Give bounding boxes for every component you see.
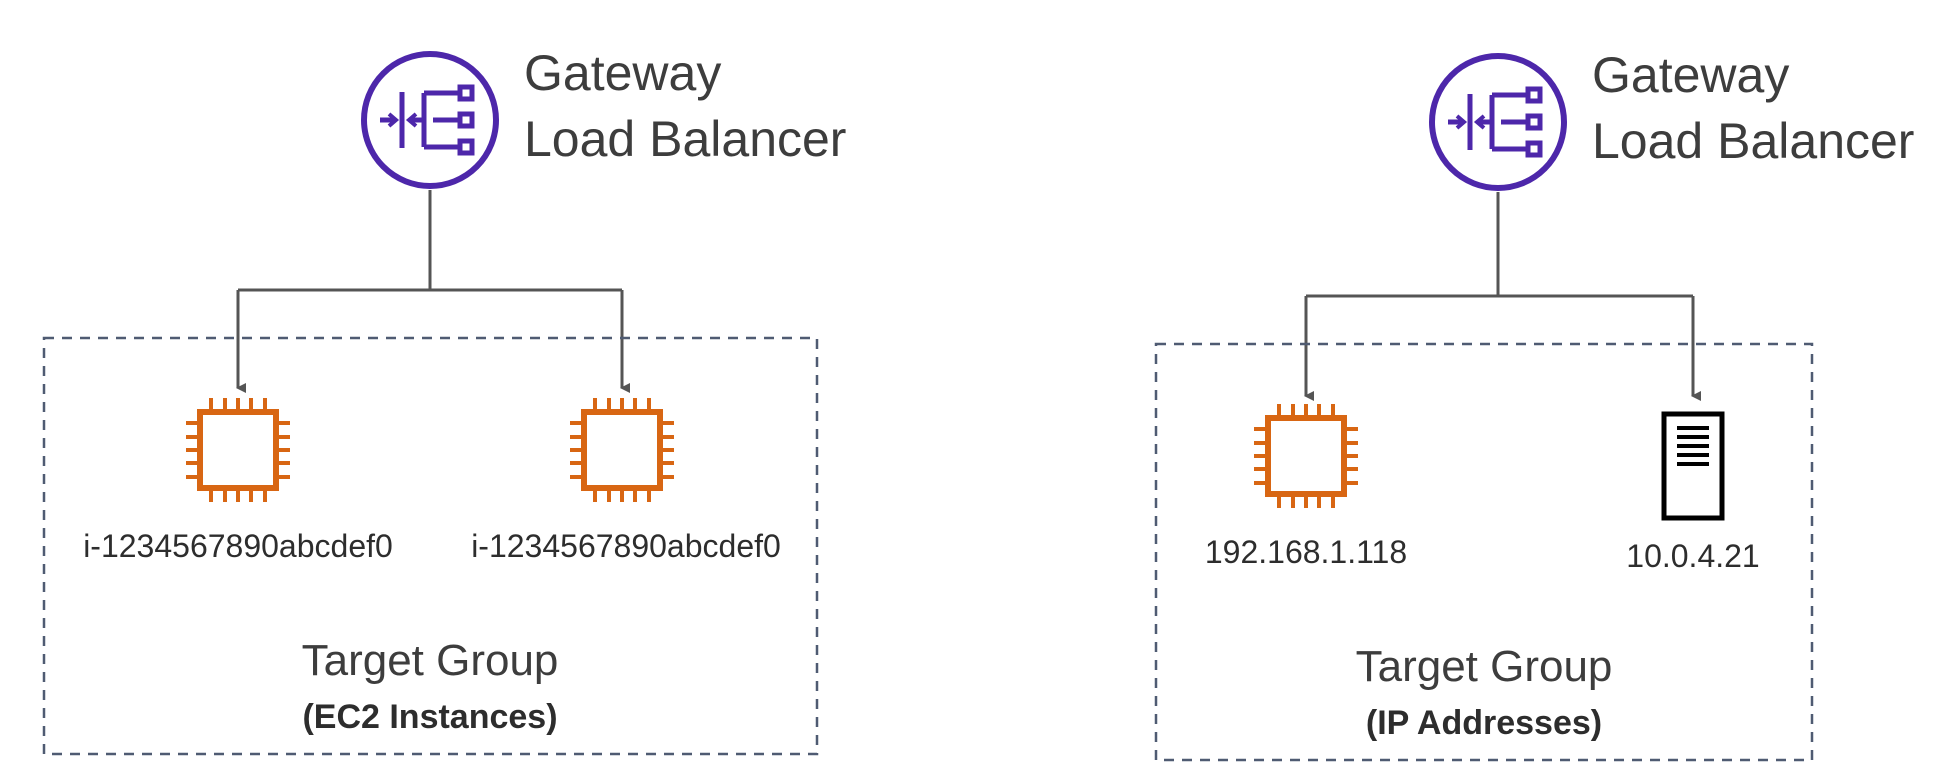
left-target-2-label: i-1234567890abcdef0 [471, 528, 781, 564]
left-load-balancer-title-line1: Gateway [524, 45, 722, 101]
left-target-1-label: i-1234567890abcdef0 [83, 528, 393, 564]
server-icon [1664, 414, 1722, 518]
left-target-group-subtitle: (EC2 Instances) [302, 698, 558, 736]
right-target-group-box [1154, 342, 1814, 762]
ec2-instance-icon [570, 398, 674, 502]
left-load-balancer-title-line2: Load Balancer [524, 111, 847, 167]
right-target-1-label: 192.168.1.118 [1204, 534, 1408, 570]
right-load-balancer-title-line1: Gateway [1592, 47, 1790, 103]
ec2-instance-icon [1254, 404, 1358, 508]
gateway-load-balancer-icon [1432, 56, 1564, 188]
right-target-group-title: Target Group [1355, 642, 1613, 691]
left-target-group-box [42, 336, 819, 756]
right-load-balancer-title: Gateway Load Balancer [1592, 42, 1914, 174]
gateway-load-balancer-icon [364, 54, 496, 186]
left-load-balancer-title: Gateway Load Balancer [524, 40, 846, 172]
left-target-group-title: Target Group [301, 636, 559, 685]
right-target-2-label: 10.0.4.21 [1626, 538, 1760, 574]
ec2-instance-icon [186, 398, 290, 502]
right-load-balancer-title-line2: Load Balancer [1592, 113, 1915, 169]
right-target-group-subtitle: (IP Addresses) [1365, 704, 1603, 742]
